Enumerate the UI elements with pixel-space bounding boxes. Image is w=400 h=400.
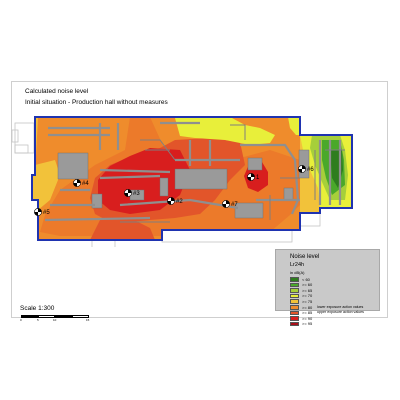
legend-swatch (290, 305, 299, 310)
measurement-point: #2 (167, 197, 183, 205)
measurement-point-label: #2 (176, 199, 183, 205)
scale-tick: 5 (37, 318, 39, 322)
hall-outline (31, 116, 353, 241)
measurement-point-label: #6 (307, 167, 314, 173)
measurement-point: #6 (298, 165, 314, 173)
measurement-point: #7 (222, 200, 238, 208)
legend-item: < 60 (290, 277, 380, 282)
scale-label: Scale 1:300 (20, 305, 55, 312)
legend-swatch (290, 321, 299, 327)
measurement-point-label: 1 (256, 175, 260, 181)
measurement-point-quadrant (167, 201, 171, 205)
legend-swatch (290, 299, 299, 304)
legend-swatch (290, 277, 299, 282)
legend-item: >= 75 (290, 299, 380, 304)
map-sheet-frame (11, 81, 388, 318)
measurement-point-quadrant (247, 177, 251, 181)
legend-description: lower exposure action values (317, 304, 364, 309)
scale-bar-segment (72, 315, 89, 318)
map-subtitle: Initial situation - Production hall with… (25, 99, 168, 106)
scale-tick: 15 (86, 318, 90, 322)
legend-range: >= 85 (302, 310, 313, 316)
measurement-point-quadrant (226, 200, 230, 204)
legend-item: >= 90 (290, 316, 380, 321)
measurement-point-label: #3 (133, 191, 140, 197)
measurement-point-quadrant (73, 183, 77, 187)
measurement-point-quadrant (124, 193, 128, 197)
scale-bar-segment (55, 315, 72, 318)
measurement-point: #5 (34, 208, 50, 216)
legend-range: >= 65 (302, 287, 313, 293)
measurement-point-quadrant (222, 204, 226, 208)
legend-item: >= 70 (290, 293, 380, 299)
legend-swatch (290, 310, 299, 316)
legend-range: >= 80 (302, 304, 313, 310)
scale-bar: 0 5 10 15 (20, 315, 89, 322)
map-title: Calculated noise level (25, 88, 89, 95)
measurement-point-quadrant (34, 212, 38, 216)
machines-and-ducting (44, 121, 345, 223)
legend-item: >= 80 lower exposure action values (290, 305, 380, 310)
legend-description: upper exposure action values (317, 310, 364, 315)
measurement-point-quadrant (38, 208, 42, 212)
measurement-point-label: #5 (43, 210, 50, 216)
legend-range: < 60 (302, 276, 310, 282)
legend-range: >= 70 (302, 293, 313, 299)
legend-range: >= 90 (302, 315, 313, 321)
measurement-point-quadrant (128, 189, 132, 193)
scale-tick: 10 (53, 318, 57, 322)
measurement-point-label: #7 (231, 202, 238, 208)
measurement-point: #3 (124, 189, 140, 197)
legend-swatch (290, 293, 299, 299)
scale-bar-segment (38, 315, 55, 318)
legend-swatch (290, 282, 299, 288)
measurement-point-quadrant (77, 179, 81, 183)
scale-bar-segment (21, 315, 38, 318)
legend-unit: in dB(A) (290, 270, 305, 275)
legend-item: >= 65 (290, 288, 380, 293)
measurement-point: 1 (247, 173, 260, 181)
legend-item: >= 60 (290, 282, 380, 288)
legend-title: Noise level (290, 254, 320, 260)
legend-panel: Noise level Lr24h in dB(A) < 60>= 60>= 6… (275, 249, 380, 327)
measurement-point-quadrant (171, 197, 175, 201)
legend-item: >= 95 (290, 321, 380, 327)
legend-metric: Lr24h (290, 262, 305, 268)
legend-swatch (290, 288, 299, 293)
legend-item: >= 85 upper exposure action values (290, 310, 380, 316)
measurement-point-quadrant (251, 173, 255, 177)
measurement-points: 1 #2 #3 #4 #5 #6 #7 (34, 165, 314, 216)
legend-range: >= 60 (302, 282, 313, 288)
measurement-point-quadrant (302, 165, 306, 169)
legend-swatch (290, 316, 299, 321)
measurement-point: #4 (73, 179, 89, 187)
legend-range: >= 75 (302, 298, 313, 304)
scale-tick: 0 (20, 318, 22, 322)
measurement-point-label: #4 (82, 181, 89, 187)
legend-range: >= 95 (302, 321, 313, 327)
measurement-point-quadrant (298, 169, 302, 173)
